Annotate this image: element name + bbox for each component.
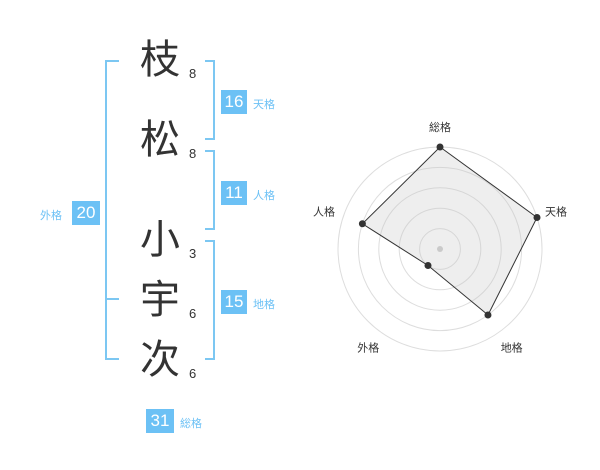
name-char-4: 宇	[140, 277, 180, 323]
gaikaku-label: 外格	[40, 209, 62, 222]
radar-center-dot	[437, 246, 443, 252]
chikaku-bracket-top	[205, 240, 215, 242]
gaikaku-bracket-bottom	[105, 358, 119, 360]
chikaku-bracket-vertical	[213, 240, 215, 360]
radar-point-5	[358, 220, 366, 228]
tenkaku-badge: 16	[221, 90, 247, 114]
radar-ring	[419, 228, 461, 270]
jinkaku-bracket-bottom	[205, 228, 215, 230]
stroke-count-2: 8	[189, 146, 197, 161]
radar-point-2	[533, 213, 541, 221]
radar-axis-label-5: 人格	[313, 204, 335, 218]
name-char-1: 枝	[140, 37, 180, 83]
radar-series-shape	[361, 146, 538, 316]
chikaku-bracket-bottom	[205, 358, 215, 360]
stroke-count-4: 6	[189, 306, 197, 321]
radar-ring	[378, 187, 502, 311]
radar-point-4	[424, 262, 432, 270]
name-char-2: 松	[140, 117, 180, 163]
chikaku-badge: 15	[221, 290, 247, 314]
tenkaku-bracket-vertical	[213, 60, 215, 140]
gaikaku-bracket-vertical	[105, 60, 107, 360]
stroke-count-1: 8	[189, 66, 197, 81]
soukaku-label: 総格	[180, 417, 202, 430]
radar-axis-label-1: 総格	[429, 120, 451, 134]
name-char-3: 小	[140, 217, 180, 263]
radar-axis-label-2: 天格	[545, 204, 567, 218]
soukaku-badge: 31	[146, 409, 174, 433]
jinkaku-label: 人格	[253, 189, 275, 202]
stroke-count-3: 3	[189, 246, 197, 261]
tenkaku-bracket-top	[205, 60, 215, 62]
radar-axis-label-4: 外格	[357, 341, 379, 355]
jinkaku-bracket-top	[205, 150, 215, 152]
tenkaku-label: 天格	[253, 98, 275, 111]
radar-axis-label-3: 地格	[501, 341, 523, 355]
gaikaku-bracket-top	[105, 60, 119, 62]
tenkaku-bracket-bottom	[205, 138, 215, 140]
gaikaku-bracket-middle	[105, 298, 119, 300]
jinkaku-badge: 11	[221, 181, 247, 205]
jinkaku-bracket-vertical	[213, 150, 215, 230]
radar-point-1	[436, 143, 444, 151]
name-char-5: 次	[140, 337, 180, 383]
stroke-count-5: 6	[189, 366, 197, 381]
radar-point-3	[484, 311, 492, 319]
chikaku-label: 地格	[253, 298, 275, 311]
radar-ring	[398, 207, 482, 291]
gaikaku-badge: 20	[72, 201, 100, 225]
